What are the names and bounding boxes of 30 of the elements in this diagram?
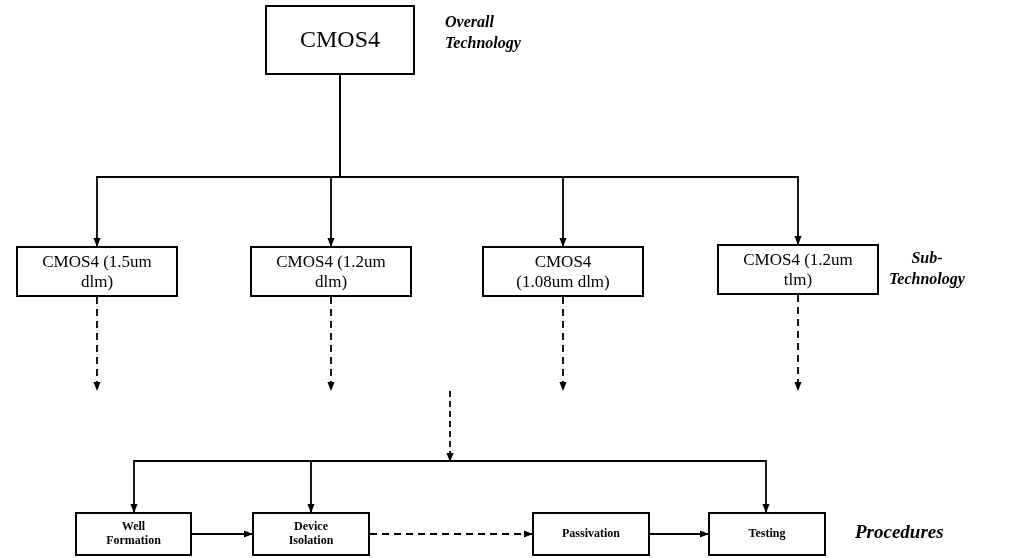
arrow <box>559 296 567 391</box>
arrow <box>794 294 802 391</box>
box-label: CMOS4 <box>299 26 381 54</box>
box-label: CMOS4 (1.5um dlm) <box>41 251 153 292</box>
level-label: Procedures <box>855 520 945 544</box>
box-label: CMOS4 (1.2um dlm) <box>275 251 387 292</box>
box-label: Well Formation <box>105 520 162 548</box>
arrow <box>93 296 101 391</box>
arrow <box>327 296 335 391</box>
box-label: Testing <box>747 527 787 541</box>
process-box <box>250 246 412 297</box>
level-label: Sub-Technology <box>888 248 966 290</box>
process-box <box>717 244 879 295</box>
arrow <box>191 530 253 538</box>
box-label: CMOS4 (1.2um tlm) <box>742 249 854 290</box>
box-label: Passivation <box>561 527 621 541</box>
arrow <box>649 530 709 538</box>
process-box <box>75 512 192 556</box>
process-box <box>16 246 178 297</box>
box-label: Device Isolation <box>287 520 335 548</box>
process-box <box>252 512 370 556</box>
arrow <box>449 460 770 513</box>
process-box <box>708 512 826 556</box>
process-box <box>482 246 644 297</box>
arrow <box>369 530 533 538</box>
box-label: CMOS4 (1.08um dlm) <box>515 251 611 292</box>
arrow <box>307 460 451 513</box>
process-box <box>532 512 650 556</box>
level-label: Overall Technology <box>445 12 522 54</box>
process-box <box>265 5 415 75</box>
